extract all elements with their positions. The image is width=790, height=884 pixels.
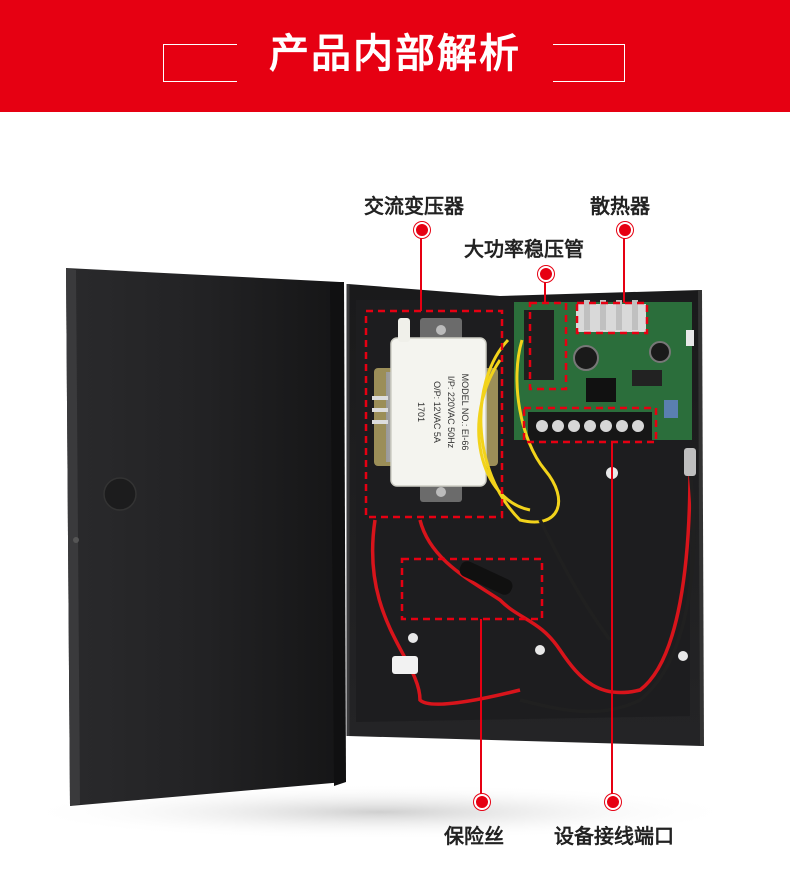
regulator-highlight <box>528 301 568 391</box>
transformer-model-text: MODEL NO.: EI-66 <box>460 374 470 451</box>
plug-connector <box>392 656 418 674</box>
heatsink-dot <box>617 222 633 238</box>
product-illustration: MODEL NO.: EI-66 I/P: 220VAC 50Hz O/P: 1… <box>20 232 740 840</box>
transformer-input-text: I/P: 220VAC 50Hz <box>446 376 456 449</box>
transformer-output-text: O/P: 12VAC 5A <box>432 381 442 443</box>
heatsink-highlight <box>575 301 649 335</box>
terminal-block <box>528 412 652 440</box>
transformer-callout: 交流变压器 <box>364 194 464 218</box>
ring-terminal <box>684 448 696 476</box>
fuse-holder <box>459 561 513 595</box>
cabinet-door <box>66 268 346 806</box>
header-banner: 产品内部解析 <box>0 0 790 112</box>
fuse-callout: 保险丝 <box>444 824 504 848</box>
transformer-dot <box>414 222 430 238</box>
heatsink-callout: 散热器 <box>590 194 650 218</box>
regulator-callout: 大功率稳压管 <box>464 237 584 261</box>
transformer-highlight <box>364 309 504 519</box>
transformer-batch-text: 1701 <box>416 402 426 422</box>
fuse-highlight <box>400 557 544 621</box>
floor-shadow <box>20 784 740 840</box>
terminals-highlight <box>522 406 658 444</box>
fuse-dot <box>474 794 490 810</box>
terminals-callout: 设备接线端口 <box>554 824 674 848</box>
transformer: MODEL NO.: EI-66 I/P: 220VAC 50Hz O/P: 1… <box>372 318 498 502</box>
power-cables <box>370 469 696 714</box>
regulator-dot <box>538 266 554 282</box>
terminals-dot <box>605 794 621 810</box>
page-title: 产品内部解析 <box>237 24 553 84</box>
yellow-wires <box>477 338 561 524</box>
